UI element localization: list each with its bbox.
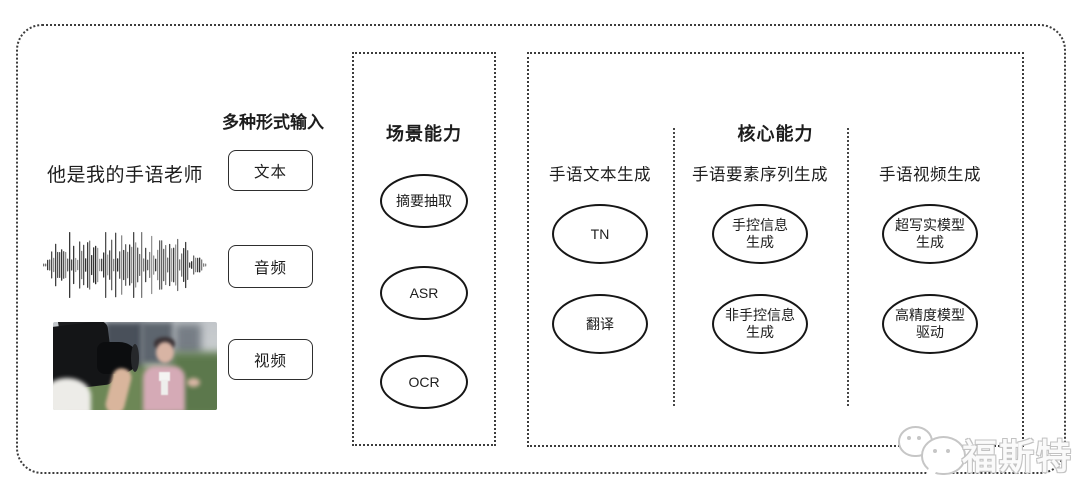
column-divider: [673, 128, 675, 406]
core-capability-title: 核心能力: [737, 124, 814, 144]
bubble-eye-icon: [933, 449, 937, 453]
photo-building: [175, 324, 201, 354]
input-type-audio-label: 音频: [253, 259, 287, 277]
core-capability-frame: 核心能力: [527, 52, 1024, 447]
photo-cameraman-shoulder: [53, 378, 91, 410]
photo-reporter-hand: [187, 378, 200, 387]
photo-camera-lens-ring: [131, 344, 139, 372]
column-divider: [847, 128, 849, 406]
reporter-video-thumbnail: [53, 322, 217, 410]
node-manual-info-generation: 手控信息 生成: [712, 204, 808, 264]
photo-microphone: [161, 380, 168, 395]
column-label-video-generation: 手语视频生成: [879, 166, 981, 184]
input-type-video-label: 视频: [253, 352, 287, 370]
input-section-title: 多种形式输入: [222, 113, 324, 132]
node-non-manual-info-generation: 非手控信息 生成: [712, 294, 808, 354]
input-type-audio-box: 音频: [228, 245, 313, 288]
node-asr: ASR: [380, 266, 468, 320]
bubble-tail-icon: [925, 467, 937, 479]
bubble-eye-icon: [917, 436, 921, 440]
bubble-eye-icon: [946, 449, 950, 453]
scene-capability-title: 场景能力: [386, 124, 462, 144]
text-input-sample: 他是我的手语老师: [47, 165, 204, 186]
input-type-text-box: 文本: [228, 150, 313, 191]
input-type-video-box: 视频: [228, 339, 313, 380]
node-translation: 翻译: [552, 294, 648, 354]
node-hyperrealistic-model-generation: 超写实模型 生成: [882, 204, 978, 264]
photo-microphone-flag: [159, 372, 170, 381]
node-summary-extraction: 摘要抽取: [380, 174, 468, 228]
bubble-eye-icon: [907, 436, 911, 440]
input-type-text-label: 文本: [253, 163, 287, 181]
column-label-text-generation: 手语文本生成: [549, 166, 651, 184]
watermark-brand-text: 福斯特: [962, 438, 1074, 477]
node-ocr: OCR: [380, 355, 468, 409]
column-label-element-sequence-generation: 手语要素序列生成: [692, 166, 828, 184]
pipeline-outer-frame: [16, 24, 1066, 474]
node-tn: TN: [552, 204, 648, 264]
photo-reporter-head: [156, 342, 174, 363]
chat-bubble-icon: [921, 436, 966, 479]
audio-waveform-icon: [43, 232, 207, 298]
node-high-precision-model-driving: 高精度模型 驱动: [882, 294, 978, 354]
